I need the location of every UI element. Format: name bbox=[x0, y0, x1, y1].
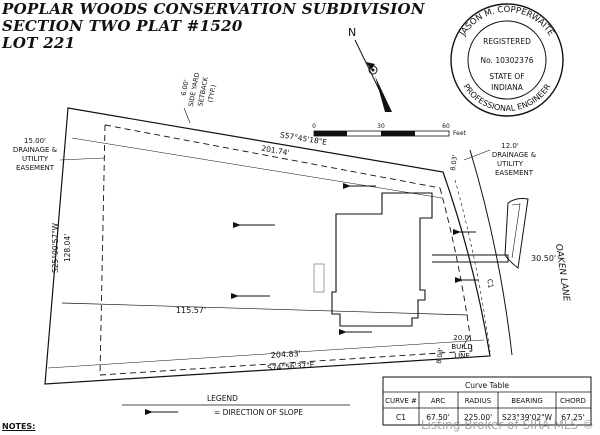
house-porch bbox=[313, 263, 325, 293]
left-easement-label-2: DRAINAGE & bbox=[13, 146, 58, 154]
leader-left-easement bbox=[59, 157, 105, 161]
side-setback-label-1: 6.00' bbox=[180, 79, 191, 97]
setback-line-top bbox=[104, 124, 441, 189]
right-easement-label-2: DRAINAGE & bbox=[492, 151, 537, 159]
build-line-label-2: BUILD bbox=[451, 343, 472, 351]
left-bearing-label: S25°00'57"W bbox=[51, 222, 60, 273]
left-easement-label-1: 15.00' bbox=[24, 137, 46, 145]
side-setback-label-4: (TYP.) bbox=[206, 84, 217, 103]
north-arrow-icon: N bbox=[348, 26, 392, 113]
lot-boundary bbox=[44, 107, 491, 385]
dim-line-inner bbox=[61, 302, 469, 316]
scale-bar: 0 30 60 Feet bbox=[312, 123, 466, 137]
curve-table: Curve Table CURVE # ARC RADIUS BEARING C… bbox=[382, 376, 592, 426]
title-line-1: POPLAR WOODS CONSERVATION SUBDIVISION bbox=[2, 0, 425, 18]
curve-table-header: CURVE # bbox=[385, 397, 417, 405]
bottom-distance-label: 204.83' bbox=[270, 349, 301, 360]
road-label: OAKEN LANE bbox=[553, 243, 571, 302]
left-easement-label-3: UTILITY bbox=[22, 155, 49, 163]
seal-state-of: STATE OF bbox=[489, 72, 524, 81]
right-easement-line bbox=[454, 179, 491, 353]
curve-table-header: CHORD bbox=[560, 397, 586, 405]
road-curve bbox=[469, 149, 513, 356]
build-line bbox=[439, 187, 473, 352]
curve-table-cell: S23°39'02"W bbox=[502, 413, 553, 422]
build-line-label-1: 20.0' bbox=[453, 334, 471, 342]
curve-table-cell: 67.50' bbox=[426, 413, 450, 422]
engineer-seal: JASON M. COPPERWAITE PROFESSIONAL ENGINE… bbox=[450, 3, 564, 117]
title-line-2: SECTION TWO PLAT #1520 bbox=[2, 17, 243, 35]
curve-table-cell: 225.00' bbox=[464, 413, 492, 422]
inner-distance-label: 115.57' bbox=[176, 306, 206, 315]
scale-unit: Feet bbox=[453, 130, 467, 137]
scale-tick-0: 0 bbox=[312, 123, 316, 130]
setback-bottom-label: 8.03' bbox=[435, 347, 445, 364]
left-easement-label-4: EASEMENT bbox=[16, 164, 55, 172]
setback-top-label: 8.03' bbox=[449, 154, 459, 171]
house-footprint bbox=[331, 192, 433, 327]
curve-label: C1 bbox=[485, 278, 495, 289]
curve-table-title: Curve Table bbox=[465, 381, 509, 390]
legend-title: LEGEND bbox=[207, 394, 238, 403]
notes-label: NOTES: bbox=[2, 422, 36, 431]
leader-right-easement bbox=[463, 149, 491, 161]
easement-line bbox=[99, 124, 106, 376]
legend: LEGEND = DIRECTION OF SLOPE bbox=[122, 394, 350, 417]
right-easement-label-3: UTILITY bbox=[497, 160, 524, 168]
seal-state: INDIANA bbox=[491, 83, 524, 92]
seal-name: JASON M. COPPERWAITE bbox=[458, 5, 556, 39]
seal-number: No. 10302376 bbox=[480, 56, 533, 65]
right-easement-label-1: 12.0' bbox=[501, 142, 519, 150]
driveway-dimension-label: 30.50' bbox=[531, 254, 556, 263]
title-line-3: LOT 221 bbox=[2, 34, 76, 52]
dim-line-bottom bbox=[47, 339, 485, 369]
bottom-bearing-label: S74°56'37"E bbox=[267, 361, 315, 373]
watermark: Listing Broker of SIRA MLS © bbox=[420, 418, 594, 432]
left-distance-label: 128.04' bbox=[63, 234, 72, 262]
scale-tick-30: 30 bbox=[377, 123, 385, 130]
legend-item: = DIRECTION OF SLOPE bbox=[214, 408, 303, 417]
curve-table-header: ARC bbox=[431, 397, 445, 405]
curve-table-header: RADIUS bbox=[465, 397, 492, 405]
curve-table-cell: 67.25' bbox=[561, 413, 585, 422]
curve-table-header: BEARING bbox=[511, 397, 543, 405]
seal-registered: REGISTERED bbox=[483, 37, 531, 46]
build-line-label-3: LINE bbox=[454, 352, 470, 360]
dim-line-top bbox=[71, 137, 443, 199]
north-label: N bbox=[348, 26, 356, 39]
setback-line-bottom bbox=[99, 350, 473, 376]
right-easement-label-4: EASEMENT bbox=[495, 169, 534, 177]
leader-build-line bbox=[461, 334, 471, 349]
slope-arrows bbox=[231, 183, 478, 335]
driveway bbox=[432, 198, 529, 269]
curve-table-cell: C1 bbox=[396, 413, 406, 422]
leader-side-setback bbox=[183, 107, 191, 124]
scale-tick-60: 60 bbox=[442, 123, 450, 130]
